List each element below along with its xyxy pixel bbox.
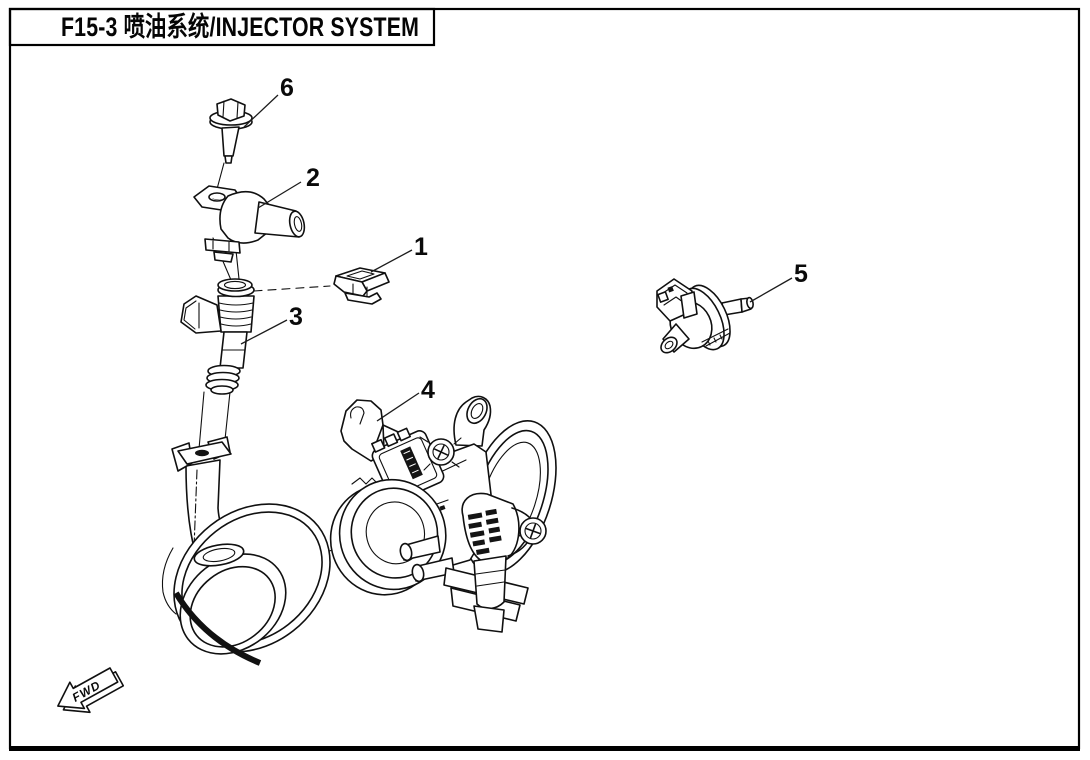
part-injector-clip (333, 267, 390, 305)
callout-4-number: 4 (421, 376, 435, 404)
callout-2: 2 (257, 164, 320, 209)
throttle-bore (329, 478, 447, 596)
callout-5-number: 5 (794, 260, 808, 288)
callout-2-number: 2 (306, 164, 320, 192)
callouts: 1 2 3 4 5 6 (240, 74, 808, 422)
part-fuel-inlet-joint (193, 185, 306, 263)
part-flange-bolt (209, 98, 253, 164)
part-throttle-body (329, 395, 557, 633)
hose-nipples (399, 535, 455, 583)
callout-4: 4 (376, 376, 435, 422)
title-box (8, 7, 436, 47)
callout-3: 3 (240, 303, 303, 345)
page-border (8, 7, 1081, 750)
callout-1: 1 (370, 233, 428, 273)
callout-1-number: 1 (414, 233, 428, 261)
fwd-marker: FWD (57, 667, 125, 714)
tps-screw (419, 436, 462, 471)
callout-6: 6 (243, 74, 294, 128)
callout-5: 5 (749, 260, 808, 303)
callout-6-number: 6 (280, 74, 294, 102)
page-title: F15-3 喷油系统/INJECTOR SYSTEM (61, 11, 419, 42)
callout-3-number: 3 (289, 303, 303, 331)
part-fuel-injector (180, 278, 255, 395)
idle-actuator (461, 492, 547, 633)
part-intake-manifold (161, 436, 331, 666)
part-one-way-valve (656, 278, 754, 354)
